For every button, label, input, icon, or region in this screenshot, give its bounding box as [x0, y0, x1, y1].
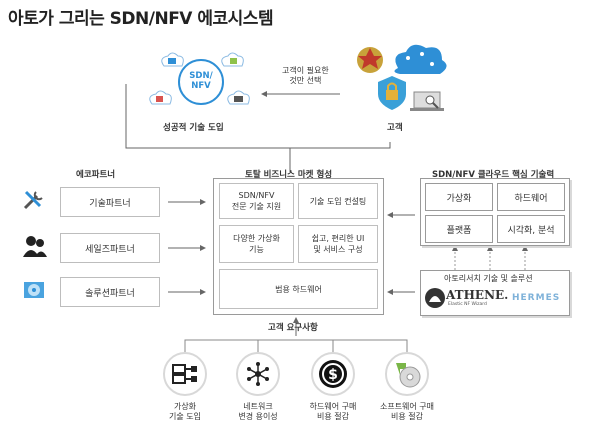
page-title: 아토가 그리는 SDN/NFV 에코시스템 — [8, 9, 274, 29]
success-label: 성공적 기술 도입 — [163, 123, 224, 133]
sales-partner-label: 세일즈파트너 — [85, 244, 135, 255]
customer-illustration — [348, 38, 458, 120]
athene-helmet-icon — [425, 288, 445, 308]
software-cd-icon — [385, 352, 429, 396]
sdn-nfv-cloud-diagram: SDN/ NFV — [142, 52, 260, 116]
shield-lock-icon — [378, 76, 406, 110]
hermes-logo: HERMES — [512, 293, 561, 303]
architecture-label: 아토리서치 기술 및 솔루션 — [444, 274, 533, 283]
laptop-icon — [410, 91, 444, 111]
tech-hardware-label: 하드웨어 — [514, 193, 548, 204]
architecture-panel — [420, 270, 570, 316]
tech-virtualization-label: 가상화 — [446, 193, 472, 204]
disc-drive-icon — [22, 278, 46, 302]
athene-text: ATHENE. — [446, 288, 509, 302]
generic-hardware-cell: 범용 하드웨어 — [219, 269, 378, 309]
cloud-ring-icon — [149, 52, 250, 105]
tech-visualization: 시각화, 분석 — [497, 215, 565, 243]
cloud-network-icon — [394, 44, 447, 74]
tech-platform-label: 플랫폼 — [446, 225, 472, 236]
tech-partner-label: 기술파트너 — [89, 198, 131, 209]
emblem-icon — [357, 47, 383, 73]
tech-hardware: 하드웨어 — [497, 183, 565, 211]
solution-partner-label: 솔루션파트너 — [85, 288, 135, 299]
total-business-heading: 토탈 비즈니스 마켓 형성 — [245, 170, 333, 180]
customer-choice-label: 고객이 필요한 것만 선택 — [282, 66, 329, 85]
req-software-label: 소프트웨어 구매 비용 절감 — [379, 402, 435, 421]
req-virtualization-label: 가상화 기술 도입 — [169, 402, 201, 421]
virtualization-cell: 다양한 가상화 기능 — [219, 225, 294, 263]
tech-visualization-label: 시각화, 분석 — [507, 225, 555, 236]
tech-partner-box: 기술파트너 — [60, 187, 160, 217]
solution-partner-box: 솔루션파트너 — [60, 277, 160, 307]
requirements-heading: 고객 요구사항 — [268, 323, 318, 333]
people-icon — [22, 234, 48, 258]
consulting-cell: 기술 도입 컨설팅 — [298, 183, 378, 219]
tools-icon — [22, 188, 46, 212]
tech-platform: 플랫폼 — [425, 215, 493, 243]
tech-virtualization: 가상화 — [425, 183, 493, 211]
network-icon — [236, 352, 280, 396]
svg-text:$: $ — [328, 367, 338, 383]
athene-logo: ATHENE. Elastic NF Wizard — [424, 287, 508, 311]
cloud-label: SDN/ NFV — [189, 71, 213, 91]
athene-subtext: Elastic NF Wizard — [448, 302, 487, 307]
easy-ui-cell: 쉽고, 편리한 UI 및 서비스 구성 — [298, 225, 378, 263]
core-tech-heading: SDN/NFV 클라우드 핵심 기술력 — [432, 170, 555, 180]
dollar-icon: $ — [311, 352, 355, 396]
sales-partner-box: 세일즈파트너 — [60, 233, 160, 263]
tech-support-cell: SDN/NFV 전문 기술 지원 — [219, 183, 294, 219]
req-hardware-label: 하드웨어 구매 비용 절감 — [309, 402, 357, 421]
req-network-label: 네트워크 변경 용이성 — [238, 402, 278, 421]
customer-label: 고객 — [387, 123, 403, 133]
eco-partner-heading: 에코파트너 — [76, 170, 116, 180]
server-icon — [163, 352, 207, 396]
